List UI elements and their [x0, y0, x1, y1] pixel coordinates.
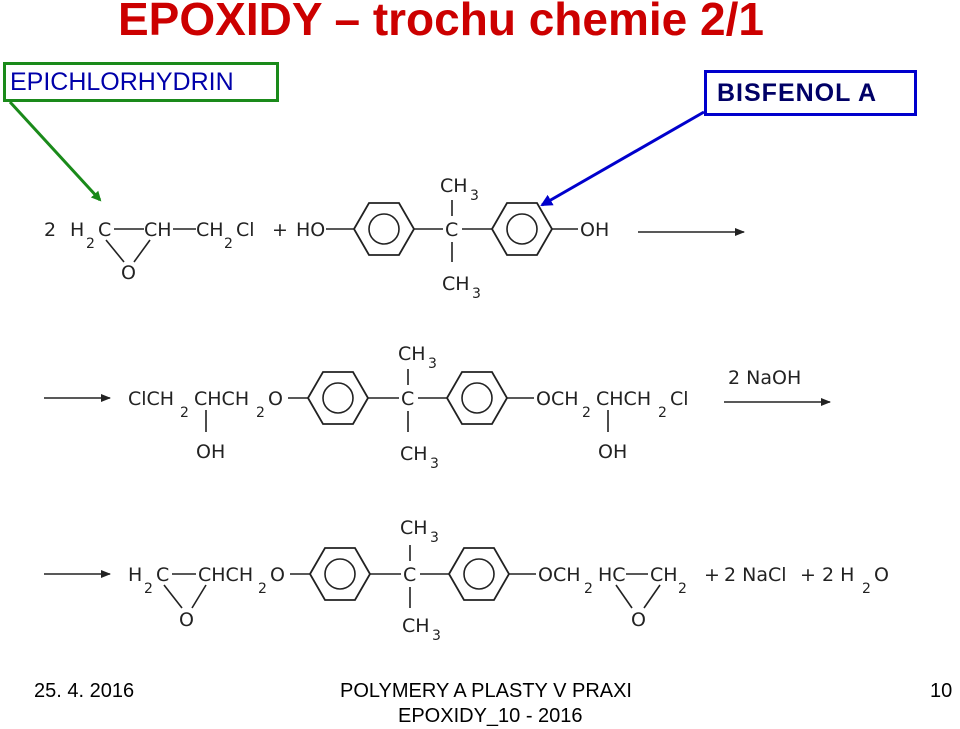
svg-text:C: C	[156, 564, 169, 586]
svg-text:3: 3	[472, 286, 481, 302]
svg-text:C: C	[403, 564, 416, 586]
bisfenol-a-label: BISFENOL A	[704, 70, 917, 116]
svg-text:OH: OH	[598, 441, 627, 463]
svg-text:2: 2	[144, 581, 153, 597]
svg-text:O: O	[270, 564, 285, 586]
svg-text:3: 3	[470, 188, 479, 204]
svg-text:CH: CH	[400, 517, 428, 539]
footer-date: 25. 4. 2016	[34, 680, 135, 702]
svg-text:HC: HC	[598, 564, 626, 586]
svg-text:OCH: OCH	[538, 564, 581, 586]
svg-text:CH: CH	[402, 615, 430, 637]
footer-title: POLYMERY A PLASTY V PRAXI	[340, 680, 632, 702]
svg-text:2: 2	[224, 236, 233, 252]
svg-text:CH: CH	[650, 564, 678, 586]
bisfenol-arrow	[540, 110, 705, 207]
svg-text:ClCH: ClCH	[128, 388, 174, 410]
footer-subtitle: EPOXIDY_10 - 2016	[398, 705, 583, 727]
svg-text:OCH: OCH	[536, 388, 579, 410]
svg-text:2: 2	[180, 405, 189, 421]
svg-text:CH: CH	[440, 175, 468, 197]
svg-text:O: O	[268, 388, 283, 410]
svg-text:O: O	[121, 262, 136, 284]
svg-text:3: 3	[430, 456, 439, 472]
svg-text:+: +	[272, 219, 288, 241]
svg-text:2 NaCl: 2 NaCl	[724, 564, 787, 586]
epichlorhydrin-label: EPICHLORHYDRIN	[3, 62, 279, 102]
svg-text:Cl: Cl	[236, 219, 255, 241]
svg-text:C: C	[98, 219, 111, 241]
row2-intermediate: ClCH 2 CHCH 2 O OH C CH 3 CH 3 OCH 2 CHC…	[128, 343, 801, 472]
svg-text:OH: OH	[580, 219, 609, 241]
svg-text:3: 3	[428, 356, 437, 372]
svg-text:CHCH: CHCH	[198, 564, 253, 586]
svg-text:CH: CH	[442, 273, 470, 295]
svg-text:C: C	[401, 388, 414, 410]
svg-text:2: 2	[44, 219, 56, 241]
svg-text:O: O	[874, 564, 889, 586]
slide-title: EPOXIDY – trochu chemie 2/1	[118, 0, 764, 45]
svg-text:C: C	[445, 219, 458, 241]
svg-text:H: H	[128, 564, 142, 586]
row1-reactants: 2 H 2 C CH CH 2 Cl O + HO C CH 3 CH 3 OH	[44, 175, 609, 302]
svg-text:CHCH: CHCH	[194, 388, 249, 410]
svg-text:2: 2	[862, 581, 871, 597]
epichlorhydrin-arrow	[8, 100, 102, 202]
svg-text:2 H: 2 H	[822, 564, 854, 586]
svg-text:3: 3	[432, 628, 441, 644]
svg-text:HO: HO	[296, 219, 325, 241]
svg-text:2: 2	[658, 405, 667, 421]
svg-text:OH: OH	[196, 441, 225, 463]
svg-text:O: O	[631, 609, 646, 631]
svg-text:+: +	[800, 564, 816, 586]
svg-text:2: 2	[678, 581, 687, 597]
svg-text:3: 3	[430, 530, 439, 546]
svg-text:2: 2	[86, 236, 95, 252]
svg-text:Cl: Cl	[670, 388, 689, 410]
svg-text:CH: CH	[196, 219, 224, 241]
svg-text:2 NaOH: 2 NaOH	[728, 367, 801, 389]
svg-text:CH: CH	[400, 443, 428, 465]
row3-products: H 2 C CHCH 2 O O C CH 3 CH 3 OCH 2 HC CH…	[128, 517, 889, 644]
svg-text:2: 2	[582, 405, 591, 421]
page-number: 10	[930, 680, 953, 702]
svg-text:+: +	[704, 564, 720, 586]
svg-text:H: H	[70, 219, 84, 241]
svg-text:CHCH: CHCH	[596, 388, 651, 410]
svg-text:2: 2	[256, 405, 265, 421]
svg-text:O: O	[179, 609, 194, 631]
svg-text:2: 2	[584, 581, 593, 597]
svg-text:2: 2	[258, 581, 267, 597]
svg-text:CH: CH	[398, 343, 426, 365]
svg-text:CH: CH	[144, 219, 172, 241]
